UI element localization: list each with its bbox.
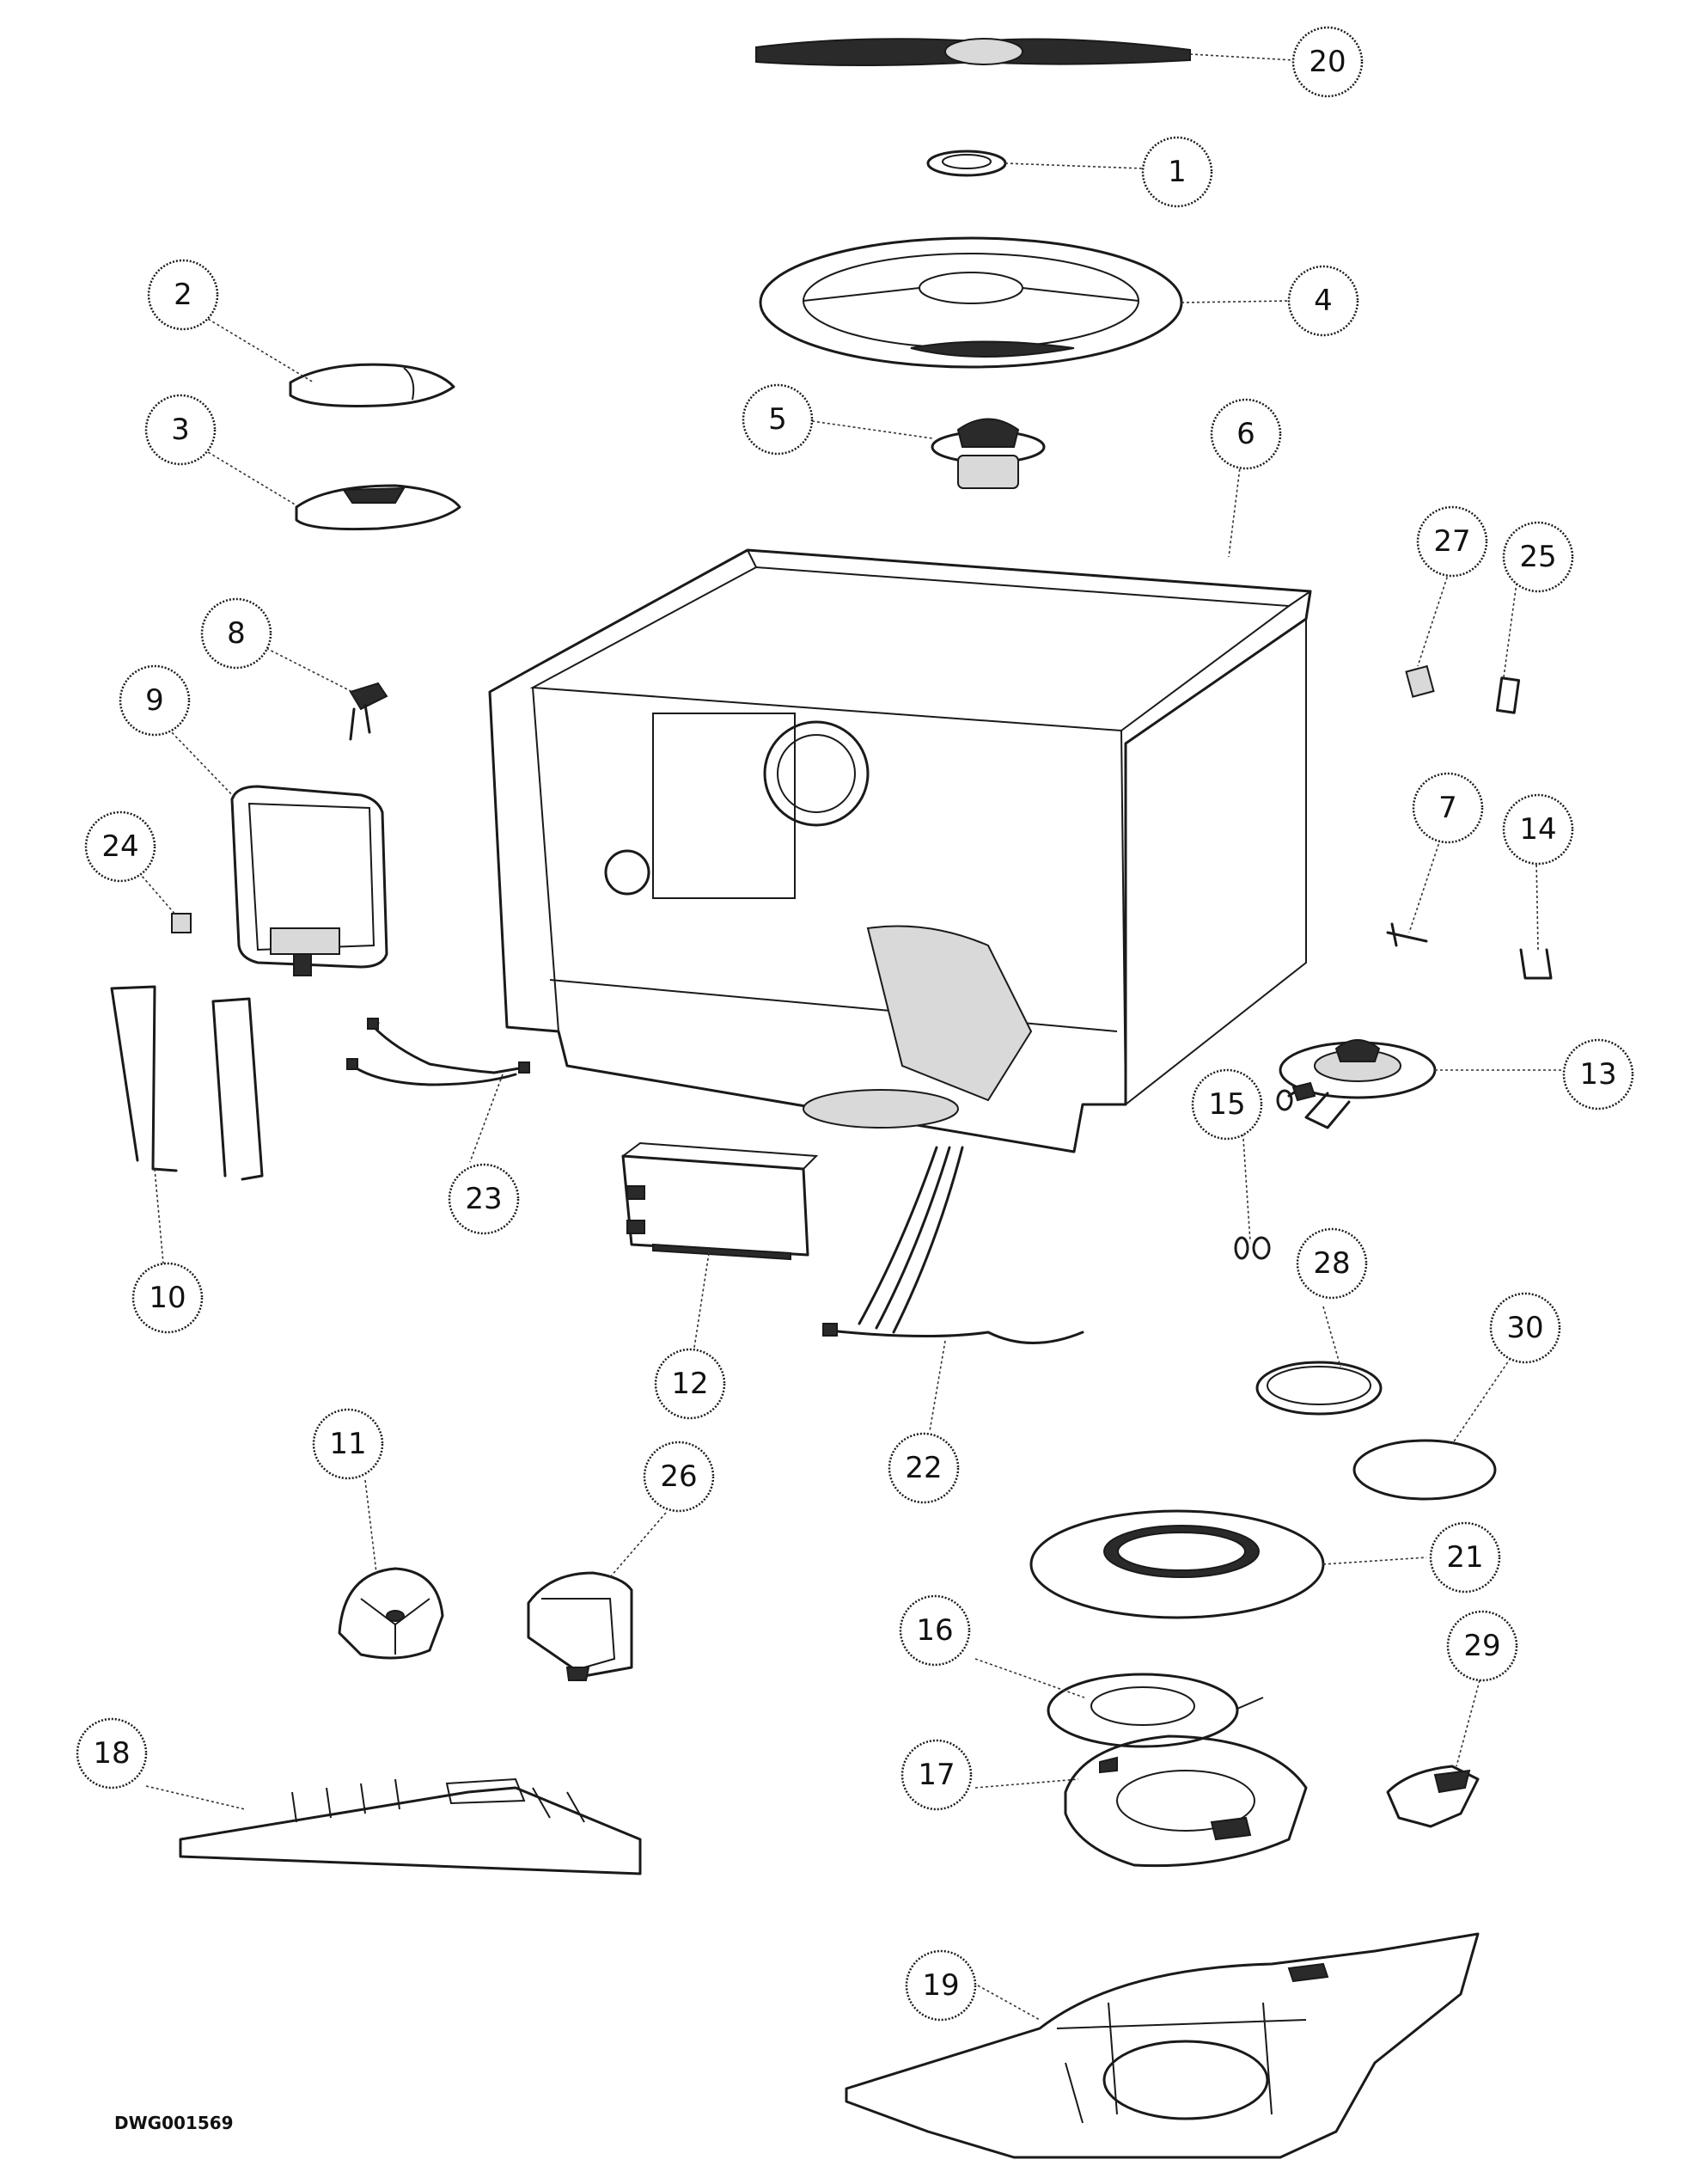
- callout-22: 22: [888, 1432, 960, 1504]
- svg-text:7: 7: [1438, 791, 1457, 825]
- part-o-rings: [1234, 1089, 1293, 1260]
- svg-text:2: 2: [174, 278, 192, 312]
- svg-text:10: 10: [149, 1281, 186, 1315]
- svg-text:3: 3: [171, 413, 190, 447]
- callout-15: 15: [1191, 1068, 1263, 1141]
- part-upper-spray-arm: [755, 38, 1191, 66]
- part-nut-ring: [926, 150, 1007, 177]
- callout-25: 25: [1502, 521, 1574, 593]
- part-cover-2: [289, 363, 455, 407]
- svg-text:23: 23: [465, 1182, 502, 1216]
- svg-text:12: 12: [671, 1367, 708, 1401]
- svg-text:30: 30: [1506, 1311, 1543, 1345]
- callout-18: 18: [76, 1717, 148, 1789]
- part-sensor-7: [1386, 922, 1428, 947]
- part-gasket-30: [1352, 1439, 1497, 1501]
- callout-6: 6: [1210, 398, 1282, 470]
- svg-text:15: 15: [1208, 1087, 1245, 1122]
- svg-text:19: 19: [922, 1968, 959, 2003]
- svg-text:16: 16: [916, 1613, 953, 1648]
- callout-17: 17: [900, 1739, 973, 1811]
- part-clip-25: [1495, 676, 1521, 714]
- part-impeller: [931, 418, 1046, 489]
- part-fitting-8: [349, 682, 388, 741]
- callout-8: 8: [200, 597, 272, 670]
- callout-2: 2: [147, 259, 219, 331]
- callout-20: 20: [1291, 26, 1364, 98]
- callout-19: 19: [905, 1949, 977, 2022]
- part-brackets: [110, 985, 264, 1181]
- svg-text:5: 5: [768, 402, 787, 437]
- svg-text:21: 21: [1446, 1540, 1483, 1575]
- part-tub-assembly: [488, 548, 1312, 1153]
- callout-12: 12: [654, 1348, 726, 1420]
- callout-11: 11: [312, 1408, 384, 1480]
- callout-3: 3: [144, 394, 217, 466]
- callout-16: 16: [899, 1594, 971, 1667]
- svg-text:26: 26: [660, 1459, 697, 1494]
- callout-10: 10: [131, 1262, 204, 1334]
- svg-text:8: 8: [227, 616, 246, 651]
- part-wire-harness-22: [822, 1146, 1084, 1344]
- part-circulation-pump: [1279, 1039, 1437, 1129]
- part-wire-harness-23: [346, 1018, 530, 1086]
- svg-text:11: 11: [329, 1427, 366, 1461]
- svg-text:20: 20: [1309, 45, 1346, 79]
- svg-text:6: 6: [1236, 417, 1255, 451]
- part-bracket-29: [1386, 1765, 1480, 1828]
- svg-text:24: 24: [101, 829, 138, 864]
- svg-text:17: 17: [918, 1758, 955, 1792]
- svg-text:1: 1: [1168, 155, 1187, 189]
- svg-text:13: 13: [1579, 1057, 1616, 1092]
- callout-13: 13: [1562, 1038, 1634, 1110]
- callout-9: 9: [119, 664, 191, 737]
- callout-7: 7: [1412, 772, 1484, 844]
- callout-21: 21: [1429, 1521, 1501, 1594]
- part-ring-28: [1255, 1361, 1383, 1416]
- part-switch-24: [171, 913, 192, 933]
- callout-28: 28: [1296, 1227, 1368, 1300]
- callout-27: 27: [1416, 505, 1488, 578]
- drawing-code: DWG001569: [114, 2113, 234, 2133]
- part-base-front-panel: [179, 1777, 642, 1875]
- part-base-pan: [845, 1932, 1480, 2159]
- svg-text:29: 29: [1463, 1629, 1500, 1663]
- part-cover-3: [295, 484, 461, 531]
- callout-1: 1: [1141, 136, 1213, 208]
- part-control-box: [230, 785, 388, 976]
- callout-23: 23: [448, 1163, 520, 1235]
- part-control-board: [621, 1141, 819, 1261]
- svg-text:22: 22: [905, 1451, 942, 1485]
- callout-14: 14: [1502, 793, 1574, 866]
- part-sump-gasket: [1029, 1509, 1325, 1619]
- part-sump-housing: [1064, 1734, 1308, 1868]
- callout-30: 30: [1489, 1292, 1561, 1364]
- callout-4: 4: [1287, 265, 1359, 337]
- svg-text:4: 4: [1314, 284, 1333, 318]
- svg-text:14: 14: [1519, 812, 1556, 847]
- svg-text:27: 27: [1433, 524, 1470, 559]
- part-fan-housing: [338, 1567, 444, 1660]
- svg-text:9: 9: [145, 683, 164, 718]
- part-bracket-26: [527, 1571, 633, 1681]
- part-filter-disk: [759, 236, 1183, 369]
- part-sump-ring: [1047, 1673, 1264, 1748]
- svg-text:25: 25: [1519, 540, 1556, 574]
- part-clip-27: [1405, 664, 1435, 698]
- callout-5: 5: [742, 383, 814, 456]
- callout-26: 26: [643, 1441, 715, 1513]
- svg-text:18: 18: [93, 1736, 130, 1771]
- leader-lines: [118, 53, 1562, 2021]
- callout-29: 29: [1446, 1610, 1518, 1682]
- svg-text:28: 28: [1313, 1246, 1350, 1281]
- part-clip-14: [1519, 948, 1553, 980]
- callout-24: 24: [84, 811, 156, 883]
